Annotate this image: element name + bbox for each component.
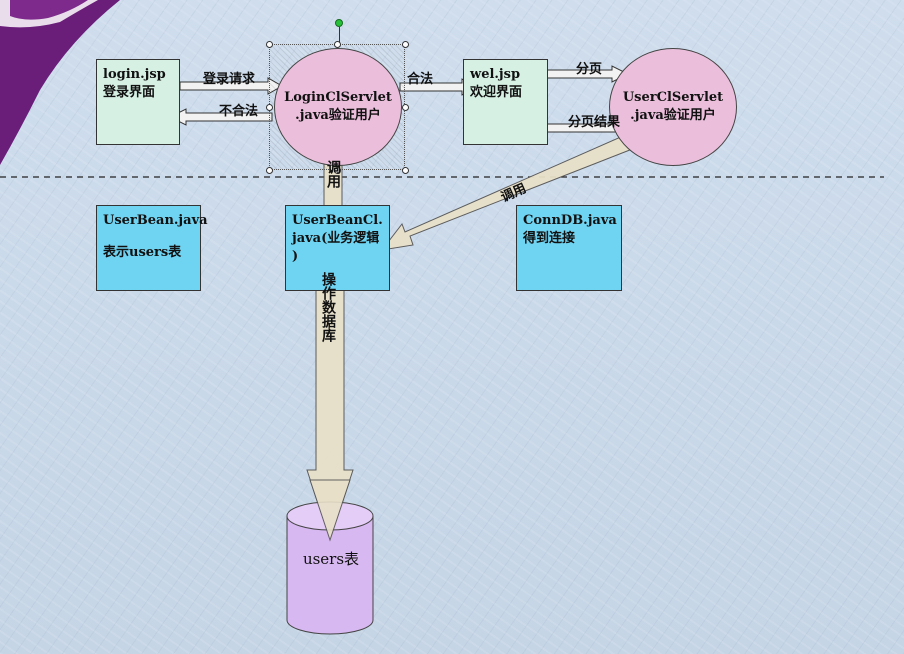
userbeancl-line3: ) (292, 249, 299, 264)
rotation-handle[interactable] (335, 19, 343, 27)
label-operate-db: 操作数据库 (320, 272, 336, 342)
users-table-label: users表 (302, 550, 360, 568)
label-legal: 合法 (407, 72, 434, 87)
resize-handle-nw[interactable] (266, 41, 273, 48)
logincl-circle: LoginClServlet .java验证用户 (274, 48, 402, 166)
resize-handle-e[interactable] (402, 104, 409, 111)
login-jsp-title: login.jsp (103, 67, 166, 82)
corner-ornament (0, 0, 120, 165)
login-jsp-box: login.jsp 登录界面 (96, 59, 180, 145)
resize-handle-n[interactable] (334, 41, 341, 48)
userbeancl-line1: UserBeanCl. (292, 213, 383, 228)
label-illegal: 不合法 (219, 104, 259, 119)
resize-handle-sw[interactable] (266, 167, 273, 174)
login-jsp-subtitle: 登录界面 (103, 85, 156, 100)
usercl-line1: UserClServlet (622, 90, 724, 105)
arrow-login-request (179, 77, 284, 95)
userbean-title: UserBean.java (103, 213, 208, 228)
userbeancl-box: UserBeanCl. java(业务逻辑 ) (285, 205, 390, 291)
label-call-down: 调用 (325, 160, 341, 188)
label-paging: 分页 (576, 62, 603, 77)
userbean-box: UserBean.java 表示users表 (96, 205, 208, 291)
label-login-request: 登录请求 (203, 72, 256, 87)
resize-handle-ne[interactable] (402, 41, 409, 48)
resize-handle-se[interactable] (402, 167, 409, 174)
usercl-circle: UserClServlet .java验证用户 (609, 48, 737, 166)
resize-handle-s[interactable] (334, 167, 341, 174)
wel-jsp-box: wel.jsp 欢迎界面 (463, 59, 548, 145)
wel-jsp-subtitle: 欢迎界面 (470, 85, 523, 100)
conndb-subtitle: 得到连接 (523, 231, 576, 246)
resize-handle-w[interactable] (266, 104, 273, 111)
logincl-line2: .java验证用户 (295, 108, 381, 123)
logincl-line1: LoginClServlet (284, 90, 392, 105)
rotation-stem (339, 27, 340, 43)
wel-jsp-title: wel.jsp (470, 67, 521, 82)
arrow-call-diagonal (380, 131, 641, 251)
userbeancl-line2: java(业务逻辑 (292, 231, 380, 246)
conndb-title: ConnDB.java (523, 213, 617, 228)
usercl-line2: .java验证用户 (630, 108, 716, 123)
userbean-subtitle: 表示users表 (103, 245, 182, 260)
label-paging-result: 分页结果 (568, 115, 621, 130)
conndb-box: ConnDB.java 得到连接 (516, 205, 622, 291)
